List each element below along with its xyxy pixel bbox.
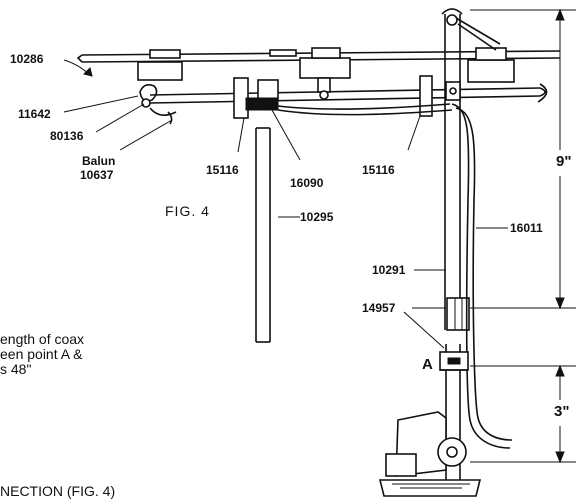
figure-caption: FIG. 4	[165, 203, 210, 219]
callout-14957: 14957	[362, 301, 396, 315]
base-mount-housing	[378, 411, 482, 497]
section-heading: NECTION (FIG. 4)	[0, 483, 116, 499]
callout-balun-word: Balun	[82, 154, 116, 168]
boom-mount-blocks	[137, 47, 515, 100]
leader-lines	[63, 59, 508, 349]
callout-16011: 16011	[510, 221, 543, 235]
coax-length-note-line2: een point A &	[0, 346, 83, 362]
coax-length-note-line3: s 48"	[0, 361, 32, 377]
coax-length-note-line1: ength of coax	[0, 331, 85, 347]
lower-element-tube	[149, 83, 548, 104]
point-a-label: A	[422, 356, 433, 373]
vertical-element-10295	[255, 127, 271, 343]
balun-assembly	[139, 84, 453, 125]
dimension-upper: 9"	[556, 153, 572, 170]
callout-15116-left: 15116	[206, 163, 239, 177]
callout-10286: 10286	[10, 52, 44, 66]
callout-10291: 10291	[372, 263, 406, 277]
tube-clamps	[233, 75, 433, 119]
dimension-lines	[470, 8, 576, 464]
coax-cable-16011	[451, 103, 513, 449]
callout-80136: 80136	[50, 129, 84, 143]
dimension-lower: 3"	[554, 403, 570, 420]
callout-16090: 16090	[290, 176, 324, 190]
callout-10295: 10295	[300, 210, 334, 224]
callout-balun-number: 10637	[80, 168, 114, 182]
callout-15116-right: 15116	[362, 163, 395, 177]
vertical-mast	[441, 8, 501, 331]
callout-11642: 11642	[18, 107, 51, 121]
